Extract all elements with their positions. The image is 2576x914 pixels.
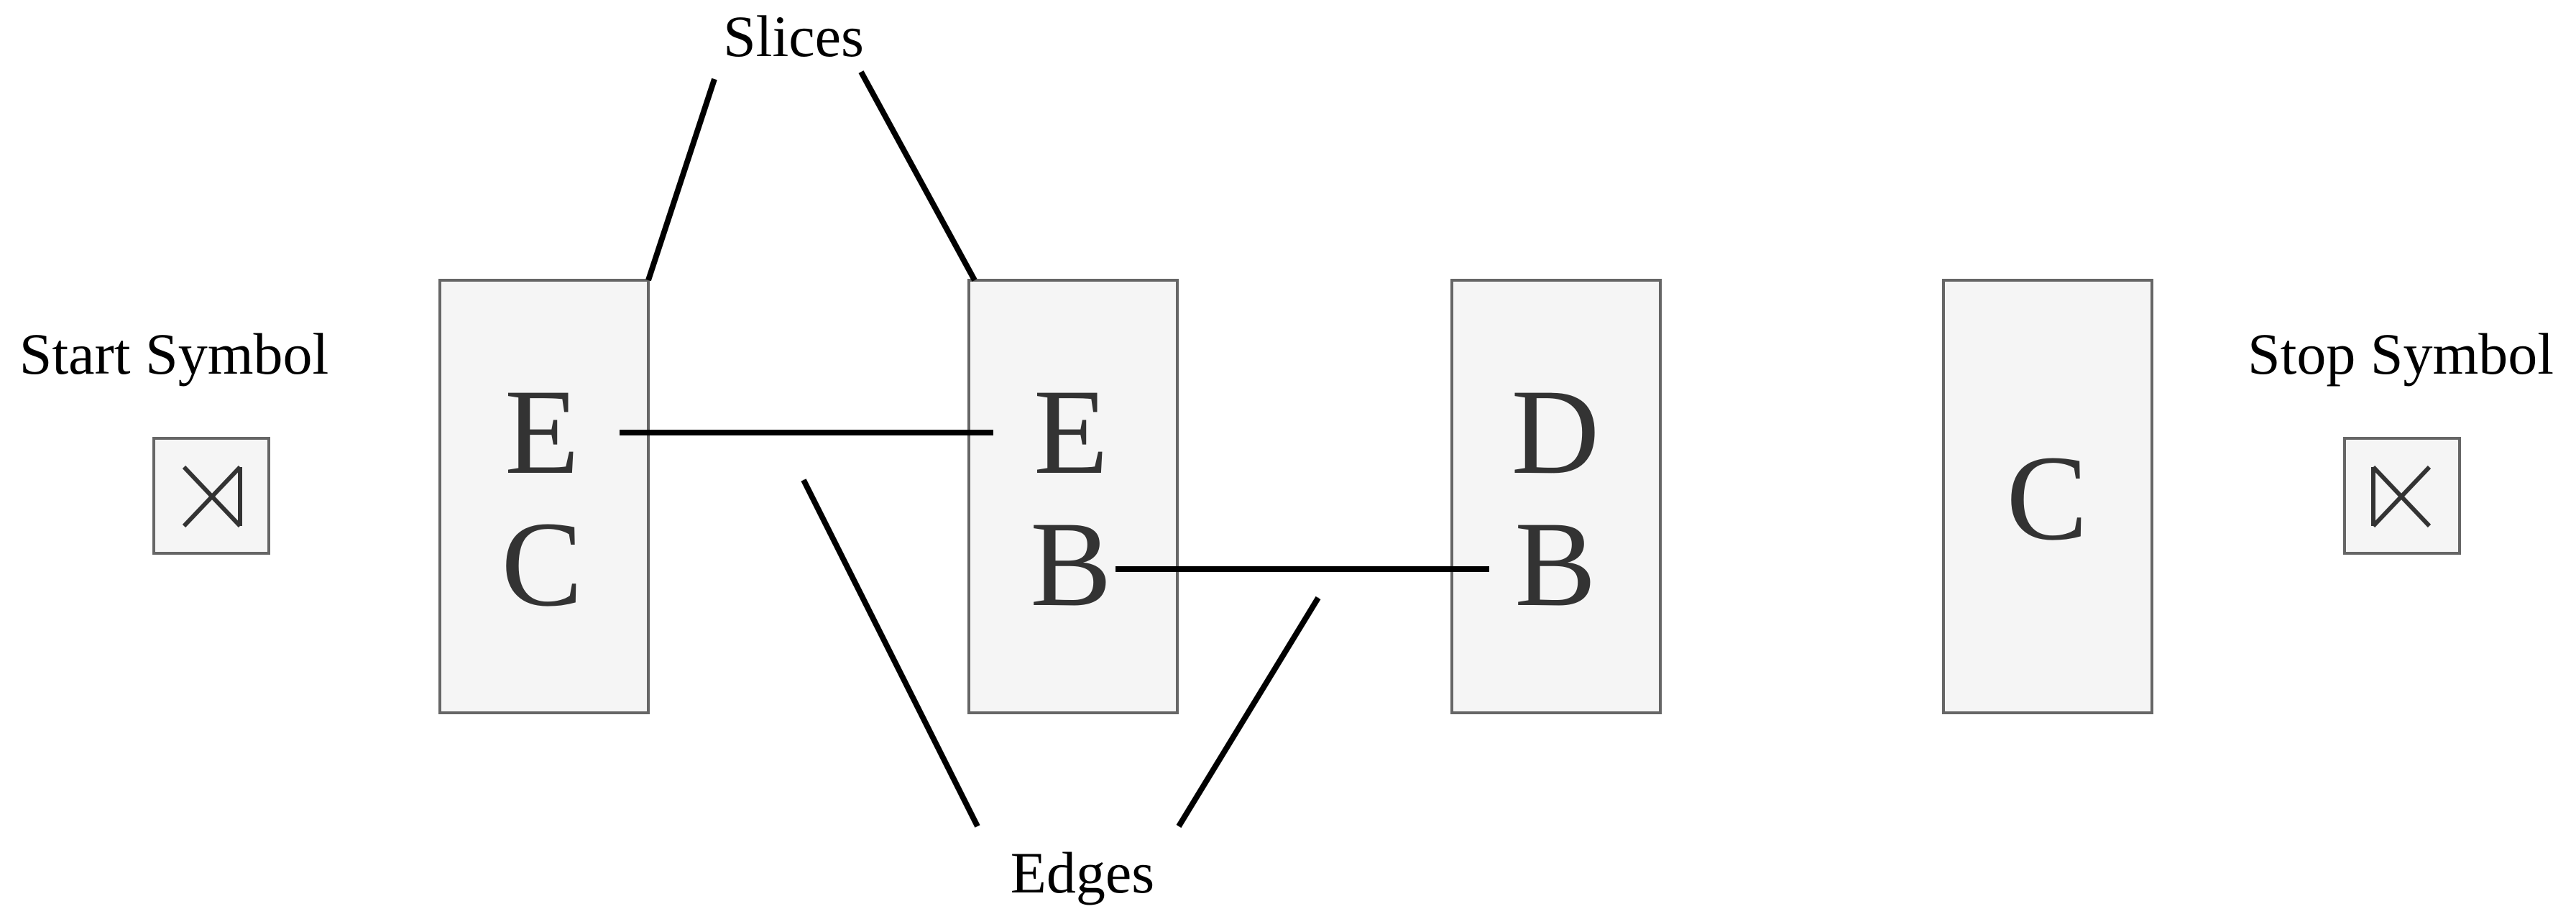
slice-4-symbol-c: C [2006,430,2087,566]
edges-arrow-left [801,479,980,828]
slice-2: E B [967,279,1179,714]
slice-3-symbol-d: D [1512,364,1600,499]
slices-arrow-left [645,78,717,282]
slice-2-symbol-b: B [1030,497,1111,632]
stop-symbol-node [2343,437,2461,555]
edges-arrow-right [1176,596,1321,828]
slice-3-symbol-b: B [1514,497,1596,632]
stop-symbol-label: Stop Symbol [2248,321,2554,387]
edges-label: Edges [1011,840,1154,905]
slice-4: C [1942,279,2153,714]
start-symbol-label: Start Symbol [19,321,329,387]
slice-1-symbol-e: E [505,364,579,499]
start-bowtie-icon [182,465,242,528]
start-symbol-node [152,437,270,555]
slice-3: D B [1450,279,1662,714]
stop-bowtie-icon [2371,465,2432,528]
slices-label: Slices [723,4,864,69]
slice-2-symbol-e: E [1034,364,1108,499]
slice-1-symbol-c: C [501,497,582,632]
slices-arrow-right [858,70,978,282]
slice-1: E C [438,279,650,714]
